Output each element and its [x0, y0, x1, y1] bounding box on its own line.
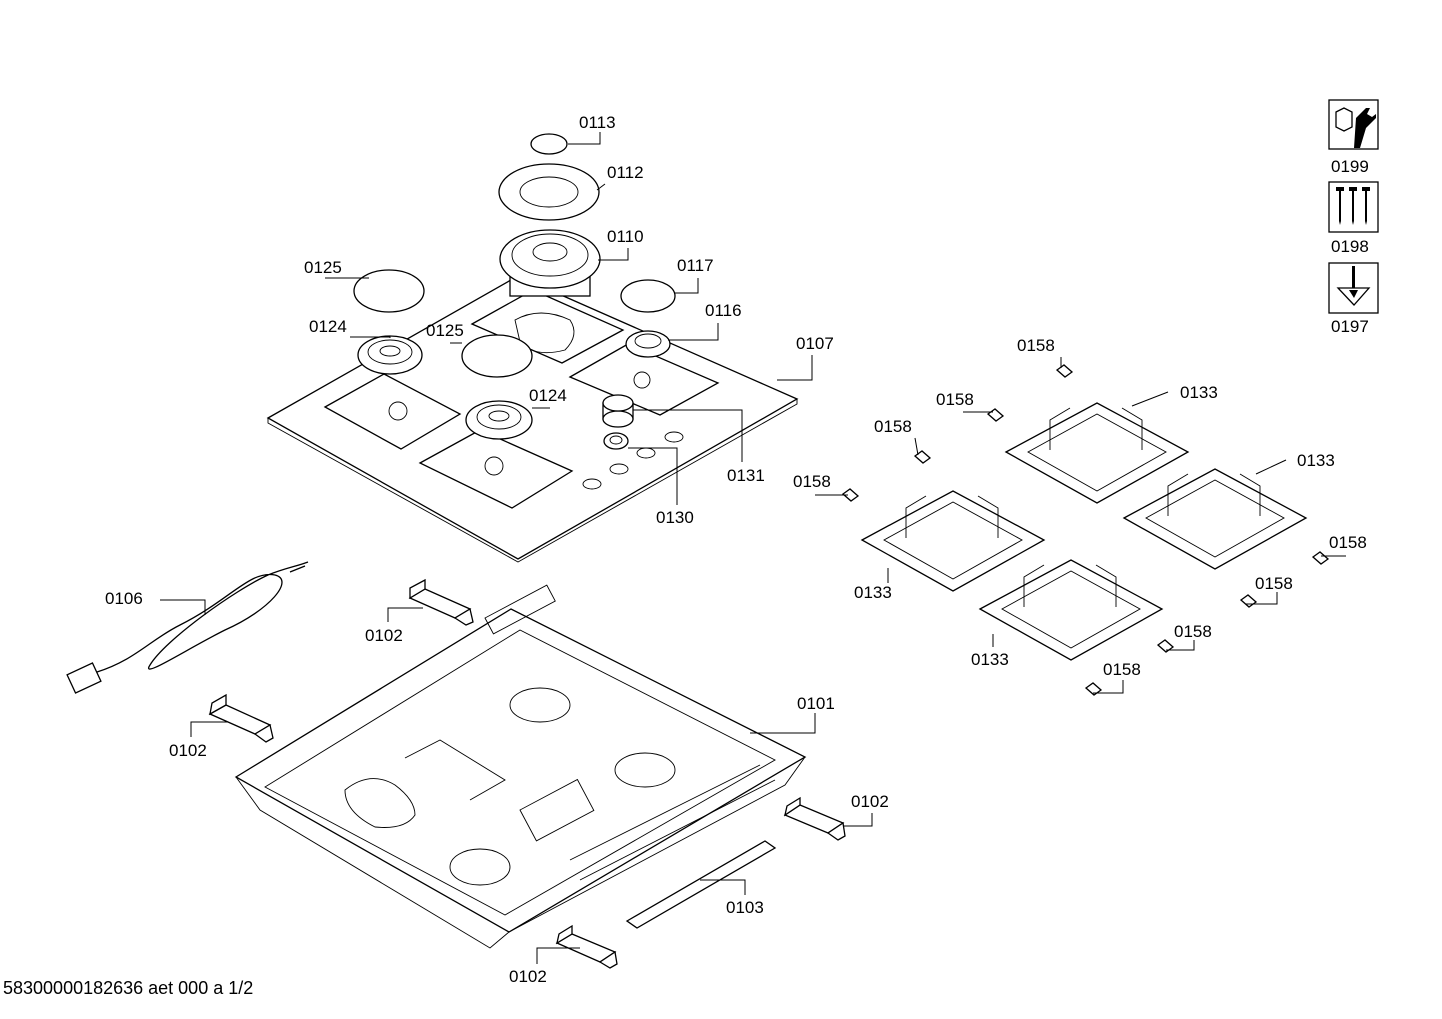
label-0101: 0101	[797, 694, 835, 713]
label-0106: 0106	[105, 589, 143, 608]
label-0102-bottom: 0102	[509, 967, 547, 986]
label-0102-right: 0102	[851, 792, 889, 811]
power-cable	[66, 561, 309, 694]
label-0113: 0113	[579, 113, 616, 132]
label-0131: 0131	[727, 466, 765, 485]
label-0133-left: 0133	[854, 583, 892, 602]
screwdriver-icon	[1328, 262, 1379, 314]
label-0117: 0117	[677, 256, 714, 275]
label-0102-top: 0102	[365, 626, 403, 645]
label-0199: 0199	[1331, 157, 1369, 176]
burner-cap-large	[353, 269, 425, 313]
document-reference: 58300000182636 aet 000 a 1/2	[3, 978, 254, 998]
label-0158-7: 0158	[1174, 622, 1212, 641]
pan-support-top	[1004, 402, 1190, 504]
clamp-right	[783, 796, 846, 841]
rubber-foot	[841, 364, 1330, 696]
label-0158-4: 0158	[793, 472, 831, 491]
wok-burner-ring	[498, 163, 600, 221]
label-0124-left: 0124	[309, 317, 347, 336]
label-0158-2: 0158	[936, 390, 974, 409]
mounting-strip	[625, 840, 777, 929]
control-knob	[602, 394, 634, 428]
label-0197: 0197	[1331, 317, 1369, 336]
burner-cap-medium	[461, 334, 533, 378]
burner-head-left	[357, 335, 423, 375]
wrench-nut-icon	[1328, 99, 1379, 150]
label-0198: 0198	[1331, 237, 1369, 256]
label-0130: 0130	[656, 508, 694, 527]
leader-lines	[160, 132, 1346, 964]
clamp-left	[208, 693, 274, 743]
label-0158-8: 0158	[1103, 660, 1141, 679]
label-0107: 0107	[796, 334, 834, 353]
hob-base-tray	[234, 584, 807, 949]
label-0125-left: 0125	[304, 258, 342, 277]
label-0112: 0112	[607, 163, 644, 182]
burner-head-center	[465, 400, 533, 440]
wok-inner-cap	[530, 133, 568, 155]
label-0133-bottom: 0133	[971, 650, 1009, 669]
screws-icon	[1328, 181, 1379, 233]
label-0158-5: 0158	[1329, 533, 1367, 552]
knob-ring	[603, 432, 629, 450]
label-0110: 0110	[607, 227, 644, 246]
wok-burner	[499, 229, 601, 297]
burner-cap-small	[620, 279, 676, 313]
label-0133-top: 0133	[1180, 383, 1218, 402]
burner-head-small	[625, 330, 671, 358]
clamp-top	[408, 578, 474, 626]
label-0124-center: 0124	[529, 386, 567, 405]
pan-support-bottom	[978, 559, 1164, 661]
pan-support-right	[1122, 468, 1308, 570]
pan-support-left	[860, 490, 1046, 592]
label-0158-3: 0158	[874, 417, 912, 436]
label-0125-center: 0125	[426, 321, 464, 340]
label-0102-left: 0102	[169, 741, 207, 760]
label-0133-right: 0133	[1297, 451, 1335, 470]
clamp-bottom	[555, 924, 618, 969]
label-0158-6: 0158	[1255, 574, 1293, 593]
label-0103: 0103	[726, 898, 764, 917]
label-0116: 0116	[705, 301, 742, 320]
label-0158-1: 0158	[1017, 336, 1055, 355]
